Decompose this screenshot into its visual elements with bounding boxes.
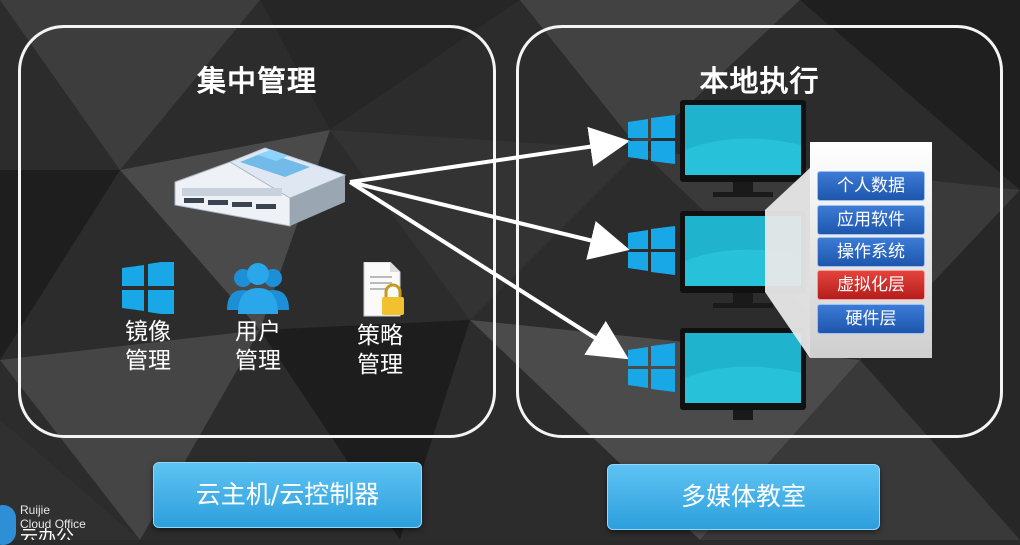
locked-document-icon — [363, 262, 404, 317]
monitor-1 — [628, 100, 806, 197]
local-execution-panel: 本地执行 — [516, 25, 1003, 438]
multimedia-classroom-button[interactable]: 多媒体教室 — [607, 464, 880, 530]
tool-label-2: 管理 — [125, 348, 171, 374]
windows-logo-icon — [628, 115, 675, 164]
layer-operating-system: 操作系统 — [817, 237, 925, 267]
windows-logo-icon — [628, 343, 675, 392]
monitor-3 — [628, 328, 806, 420]
brand-line-2: Cloud Office — [20, 517, 86, 531]
windows-logo-icon — [628, 226, 675, 275]
image-management: 镜像 管理 — [118, 262, 178, 376]
user-management: 用户 管理 — [223, 262, 293, 376]
layer-personal-data: 个人数据 — [817, 171, 925, 201]
brand-name-en: Ruijie Cloud Office — [20, 503, 86, 531]
windows-logo-icon — [122, 262, 174, 314]
arrow-to-pc-1 — [349, 126, 630, 184]
tool-label-2: 管理 — [357, 352, 403, 378]
panel-title: 集中管理 — [196, 64, 317, 98]
central-management-panel: 集中管理 — [18, 25, 496, 438]
brand-name-cn: 云办公 — [20, 528, 74, 540]
arrow-to-pc-3 — [348, 180, 629, 360]
layer-virtualization: 虚拟化层 — [817, 270, 925, 300]
panel-title: 本地执行 — [699, 64, 820, 98]
arrow-to-pc-2 — [349, 180, 630, 260]
tool-label-2: 管理 — [235, 348, 281, 374]
brand-line-1: Ruijie — [20, 503, 51, 517]
brand-logo — [0, 505, 16, 545]
policy-management: 策略 管理 — [350, 262, 410, 380]
tool-label-1: 策略 — [357, 323, 403, 349]
server-icon — [174, 147, 347, 227]
tool-label-1: 用户 — [235, 319, 281, 345]
layer-application-software: 应用软件 — [817, 205, 925, 235]
users-icon — [227, 263, 289, 314]
layer-hardware: 硬件层 — [817, 304, 925, 334]
tool-label-1: 镜像 — [125, 319, 171, 345]
cloud-host-controller-button[interactable]: 云主机/云控制器 — [153, 462, 422, 528]
